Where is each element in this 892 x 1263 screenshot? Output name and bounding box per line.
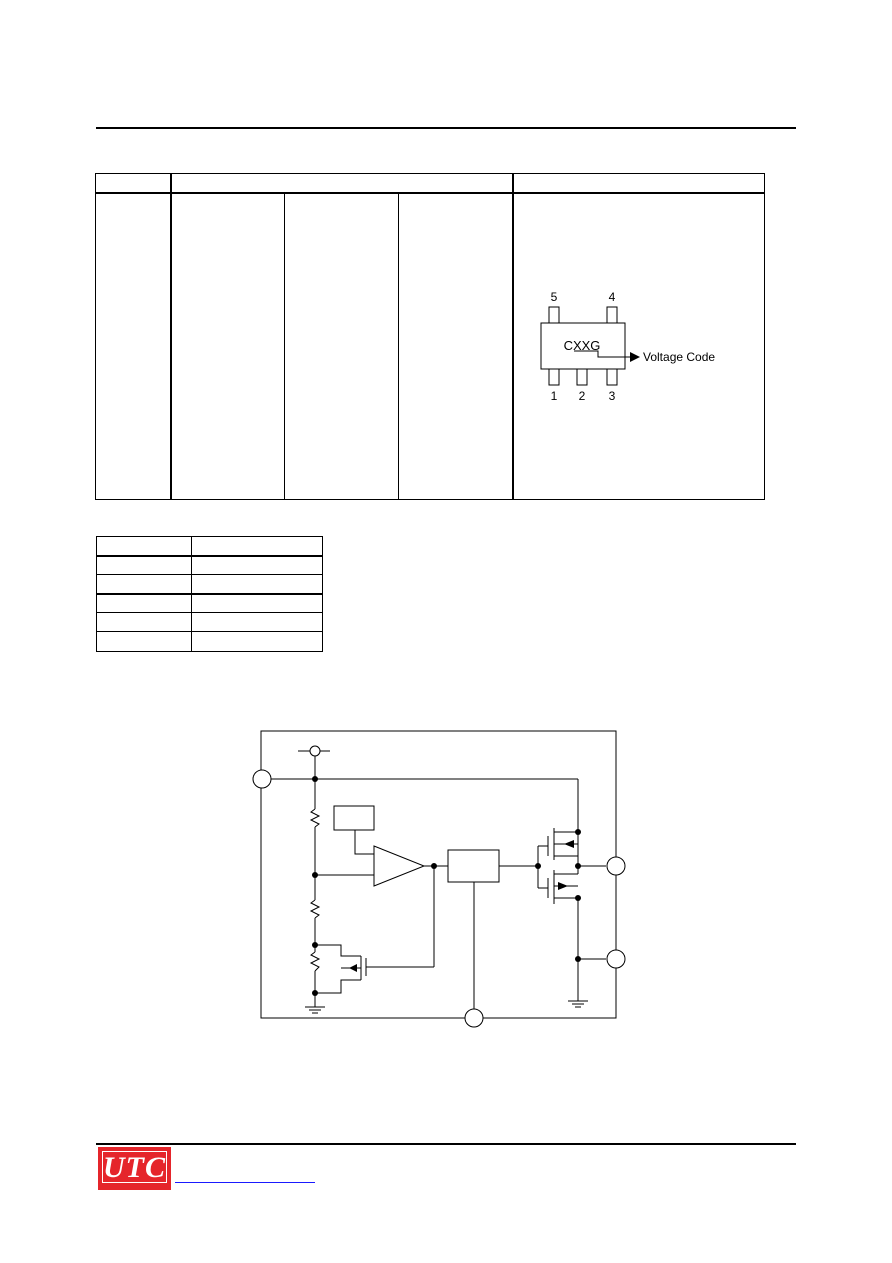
pin-2-lead <box>576 368 588 386</box>
vout-pin <box>606 949 626 969</box>
junction-dot <box>312 872 318 878</box>
footer-link-underline[interactable] <box>175 1182 315 1183</box>
logo-text: UTC <box>103 1151 166 1184</box>
callout-line <box>574 350 630 358</box>
callout-arrow <box>630 352 640 362</box>
marking-table-col-3 <box>398 192 399 499</box>
table-row <box>97 555 322 557</box>
junction-dot <box>535 863 541 869</box>
nmos-out-arrow <box>558 882 568 890</box>
junction-dot <box>575 956 581 962</box>
junction-dot <box>312 990 318 996</box>
logo-frame <box>102 1151 167 1183</box>
pin-1-lead <box>548 368 560 386</box>
pin-3-number: 3 <box>609 389 616 403</box>
nmos-drain-wire <box>315 944 361 957</box>
junction-dot <box>575 829 581 835</box>
table-row <box>97 593 322 595</box>
table-column-divider <box>191 537 192 651</box>
junction-dot <box>575 895 581 901</box>
pin-4-lead <box>606 306 618 324</box>
junction-dot <box>575 863 581 869</box>
marking-table-col-1 <box>170 174 172 499</box>
marking-table-col-4 <box>512 174 514 499</box>
pin-2-number: 2 <box>579 389 586 403</box>
vref-block <box>333 805 375 831</box>
table-row <box>97 631 322 632</box>
pin-5-number: 5 <box>551 290 558 304</box>
junction-dot <box>312 776 318 782</box>
junction-dot <box>431 863 437 869</box>
resistor-r3 <box>309 951 321 972</box>
resistor-r2 <box>309 899 321 919</box>
footer-rule <box>96 1143 796 1145</box>
utc-logo: UTC <box>98 1147 171 1190</box>
marking-table-col-2 <box>284 192 285 499</box>
vref-terminal <box>309 745 321 757</box>
control-block <box>447 849 500 883</box>
resistor-r1 <box>309 808 321 828</box>
vref-to-amp <box>354 830 374 855</box>
marking-table <box>95 173 765 500</box>
marking-code: CXXG <box>564 338 601 353</box>
package-body <box>540 322 626 370</box>
voltage-code-table <box>96 536 323 652</box>
pin-1-number: 1 <box>551 389 558 403</box>
junction-dot <box>312 942 318 948</box>
vin-pin <box>252 769 272 789</box>
package-marking-drawing: 5 4 1 2 3 CXXG Voltage Code <box>540 290 715 403</box>
pin-5-lead <box>548 306 560 324</box>
nmos-arrow <box>349 964 357 972</box>
voltage-code-label: Voltage Code <box>643 350 715 364</box>
table-row <box>97 612 322 613</box>
pin-4-number: 4 <box>609 290 616 304</box>
nmos-source-wire <box>315 979 361 994</box>
lx-pin <box>606 856 626 876</box>
error-amplifier <box>373 845 426 887</box>
ce-pin <box>464 1008 484 1028</box>
header-rule <box>96 127 796 129</box>
block-diagram <box>252 730 626 1028</box>
table-row <box>97 574 322 575</box>
pmos-arrow <box>564 840 574 848</box>
pin-3-lead <box>606 368 618 386</box>
marking-table-header-rule <box>96 192 764 194</box>
